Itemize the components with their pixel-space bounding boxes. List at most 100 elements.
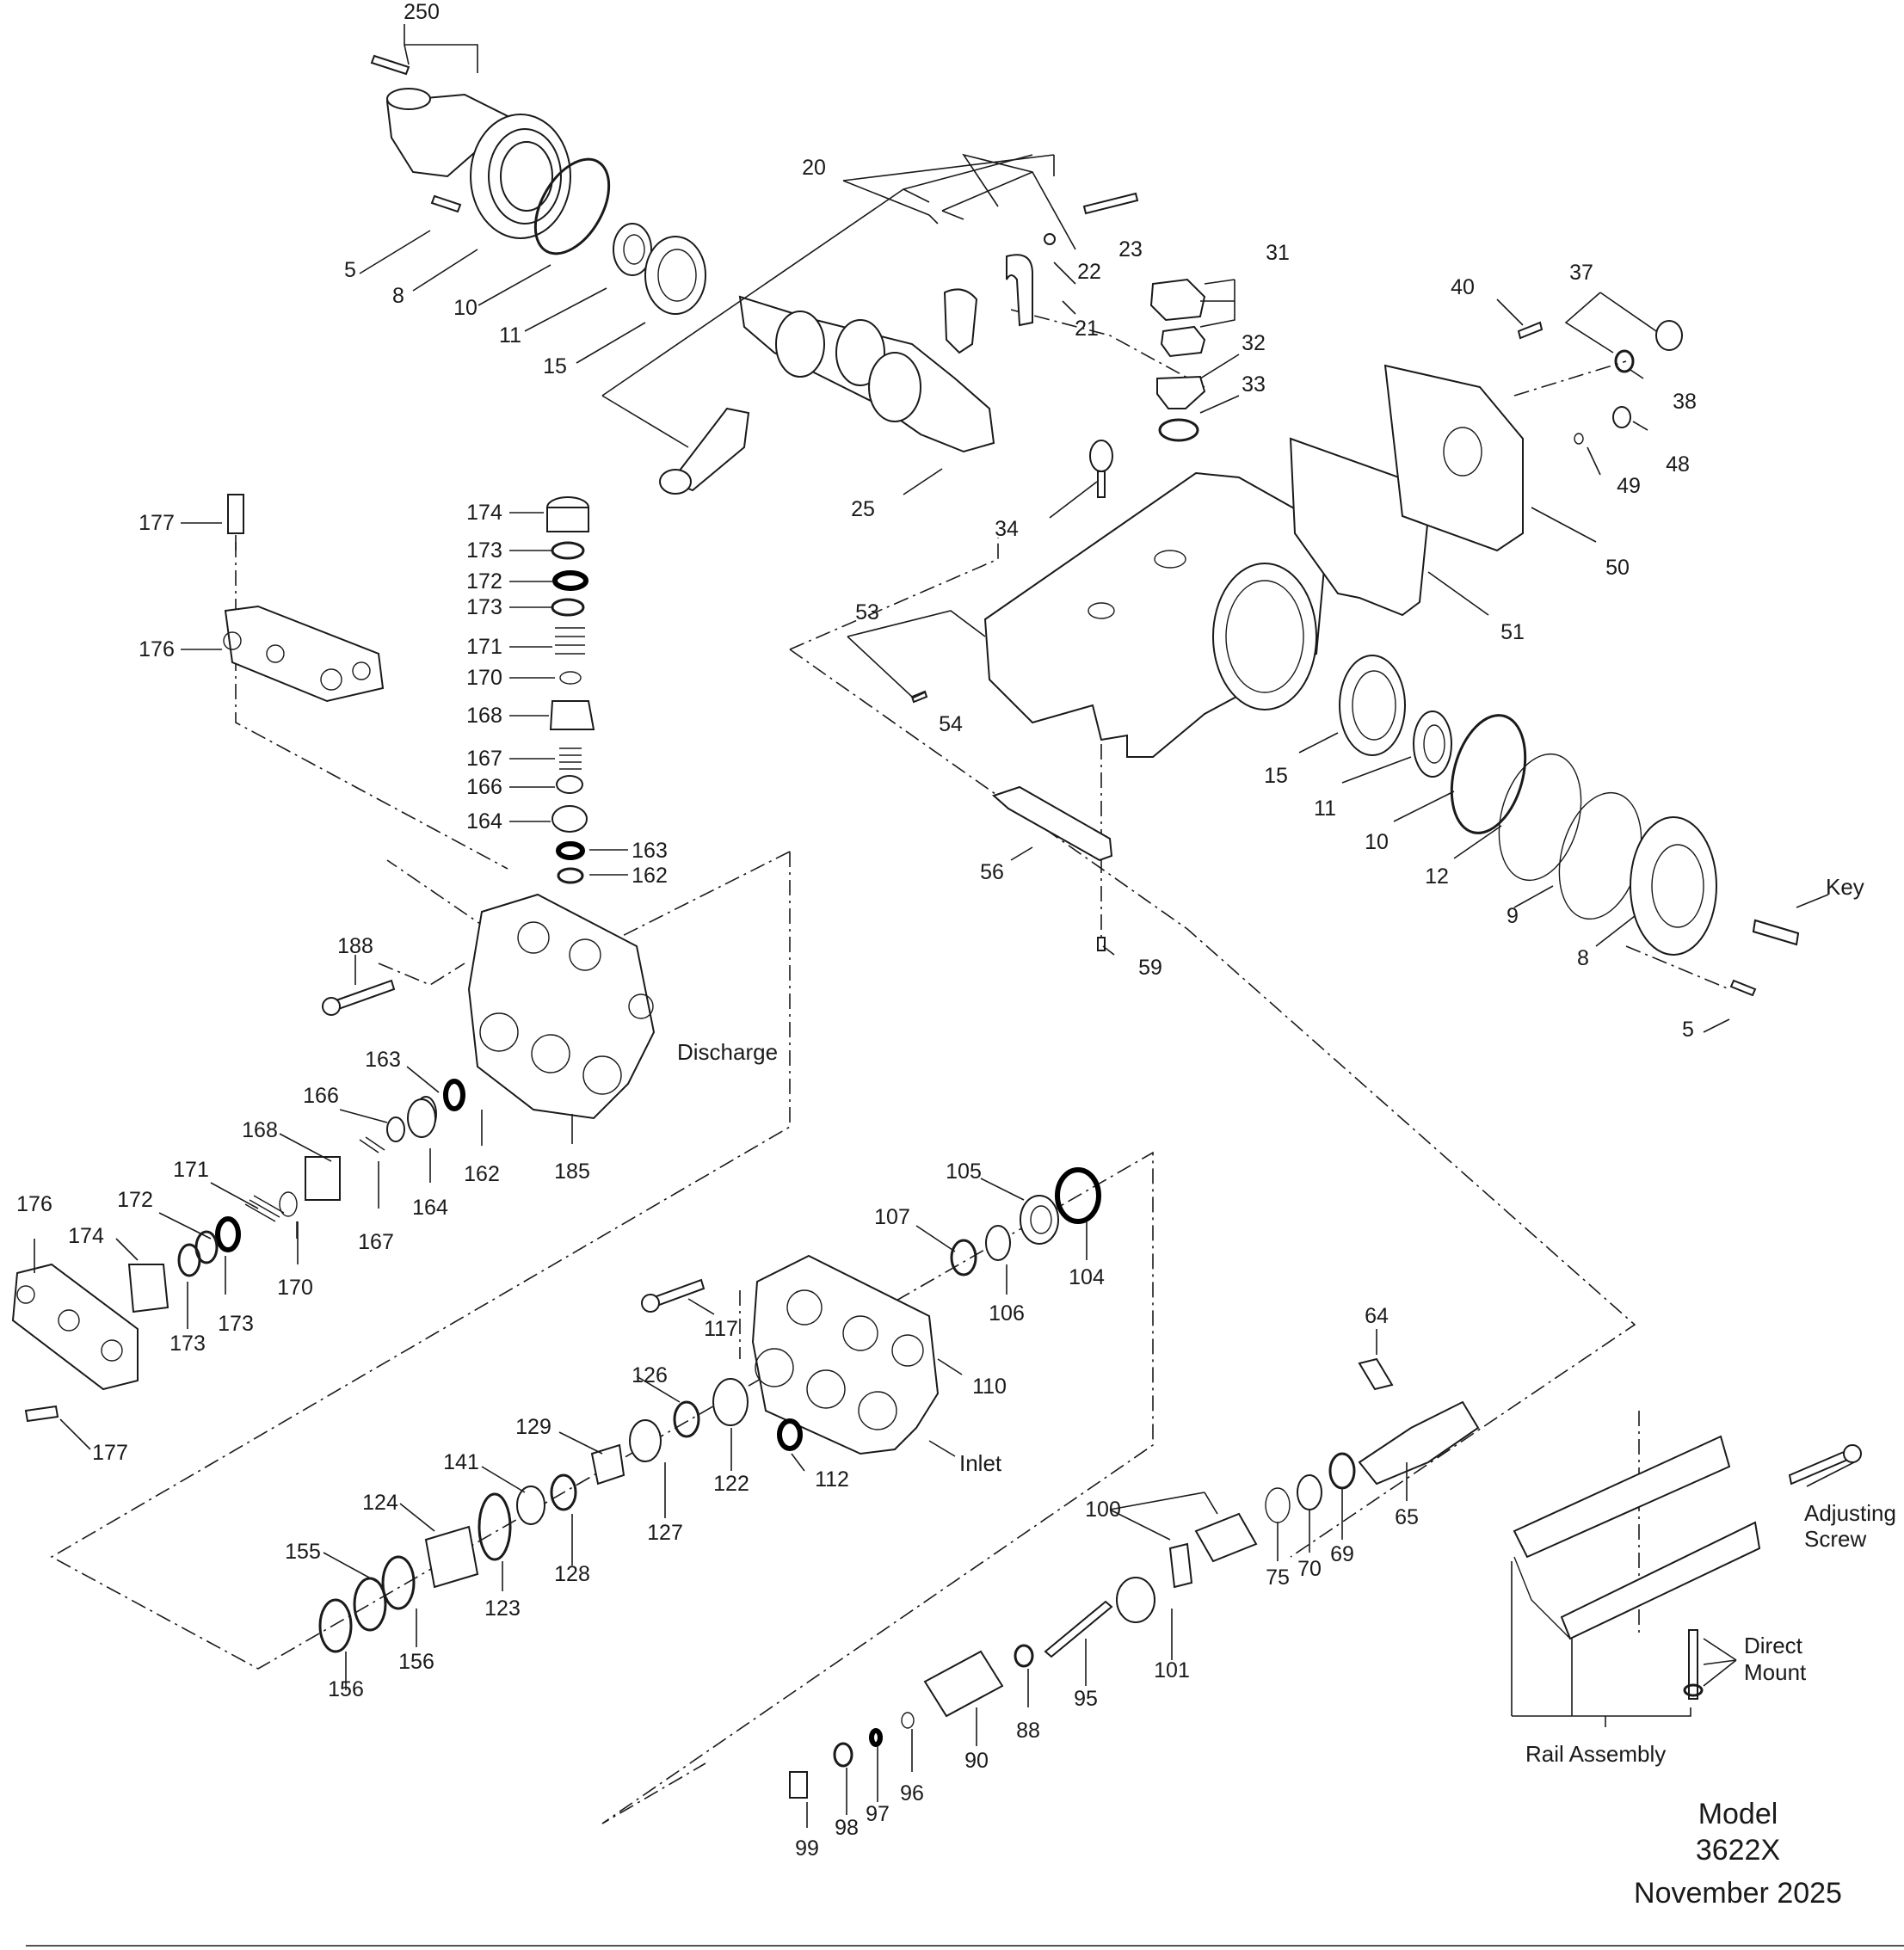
callout-185: 185 [554, 1160, 590, 1184]
callout-188: 188 [337, 934, 373, 958]
callout-177-bottom: 177 [92, 1441, 128, 1465]
callout-9: 9 [1507, 904, 1519, 928]
callout-171-left: 171 [173, 1158, 209, 1182]
callout-51: 51 [1500, 620, 1525, 644]
callout-32: 32 [1242, 331, 1266, 355]
callout-100: 100 [1085, 1498, 1121, 1522]
callout-167-left: 167 [358, 1230, 394, 1254]
callout-129: 129 [515, 1415, 551, 1439]
assembly-lines [50, 309, 1730, 1824]
inlet-caption: Inlet [959, 1450, 1002, 1476]
callout-95: 95 [1074, 1687, 1098, 1711]
callout-176-left: 176 [16, 1192, 52, 1216]
key-caption: Key [1826, 874, 1864, 900]
callout-104: 104 [1069, 1265, 1105, 1289]
callout-126: 126 [632, 1363, 668, 1387]
model-label: Model [1698, 1798, 1778, 1830]
captions: Discharge Inlet Key Adjusting Screw Dire… [677, 874, 1896, 1767]
callout-40: 40 [1451, 275, 1475, 299]
rail-assembly-caption: Rail Assembly [1525, 1741, 1666, 1767]
callout-156-a: 156 [398, 1650, 434, 1674]
callout-162: 162 [632, 864, 668, 888]
leader-lines [34, 24, 1855, 1828]
callout-171: 171 [466, 635, 502, 659]
callout-12: 12 [1425, 864, 1449, 889]
callout-107: 107 [874, 1205, 910, 1229]
callout-25: 25 [851, 497, 875, 521]
callout-101: 101 [1154, 1658, 1190, 1682]
callout-166: 166 [466, 775, 502, 799]
callout-99: 99 [795, 1836, 819, 1861]
callout-5-right: 5 [1682, 1018, 1694, 1042]
callout-173-left-b: 173 [218, 1312, 254, 1336]
callout-88: 88 [1016, 1719, 1040, 1743]
callout-11-right: 11 [1314, 797, 1336, 821]
callout-15-right: 15 [1264, 764, 1288, 788]
callout-162-left: 162 [464, 1162, 500, 1186]
callout-164-left: 164 [412, 1196, 448, 1220]
callout-56: 56 [980, 860, 1004, 884]
callout-174-left: 174 [68, 1224, 104, 1248]
callout-49: 49 [1617, 474, 1641, 498]
callout-106: 106 [989, 1301, 1025, 1326]
direct-mount-caption-1: Direct [1744, 1633, 1803, 1658]
callout-168: 168 [466, 704, 502, 728]
callout-8-right: 8 [1577, 946, 1589, 970]
direct-mount-caption-2: Mount [1744, 1659, 1807, 1685]
callout-97: 97 [866, 1802, 890, 1826]
callout-53: 53 [855, 600, 879, 624]
callout-96: 96 [900, 1781, 924, 1805]
title-block: Model 3622X November 2025 [1634, 1798, 1842, 1910]
callout-172: 172 [466, 569, 502, 594]
adjusting-screw-caption-1: Adjusting [1804, 1500, 1896, 1526]
callout-124: 124 [362, 1491, 398, 1515]
inlet-manifold [751, 1254, 940, 1455]
callout-173-left-a: 173 [169, 1332, 206, 1356]
callout-163-left: 163 [365, 1048, 401, 1072]
discharge-caption: Discharge [677, 1039, 778, 1065]
callout-164: 164 [466, 809, 502, 834]
callout-166-left: 166 [303, 1084, 339, 1108]
discharge-manifold [467, 893, 656, 1120]
callout-50: 50 [1605, 556, 1630, 580]
callout-64: 64 [1365, 1304, 1389, 1328]
callout-167: 167 [466, 747, 502, 771]
callout-173-a: 173 [466, 538, 502, 563]
callout-69: 69 [1330, 1542, 1354, 1566]
callout-20: 20 [802, 156, 826, 180]
callout-31: 31 [1266, 241, 1290, 265]
callout-48: 48 [1666, 452, 1690, 477]
callout-70: 70 [1297, 1557, 1322, 1581]
callout-117: 117 [704, 1317, 738, 1341]
callout-8: 8 [392, 284, 404, 308]
callout-5: 5 [344, 258, 356, 282]
callout-54: 54 [939, 712, 963, 736]
callout-168-left: 168 [242, 1118, 278, 1142]
callout-15: 15 [543, 354, 567, 378]
callout-21: 21 [1075, 317, 1099, 341]
callout-23: 23 [1118, 237, 1143, 261]
callout-112: 112 [815, 1467, 849, 1492]
callout-173-b: 173 [466, 595, 502, 619]
callout-177-top: 177 [139, 511, 175, 535]
callout-33: 33 [1242, 372, 1266, 397]
callout-176-top: 176 [139, 637, 175, 661]
callout-75: 75 [1266, 1566, 1290, 1590]
model-number: 3622X [1696, 1834, 1780, 1867]
callout-156-b: 156 [328, 1677, 364, 1701]
callout-155: 155 [285, 1540, 321, 1564]
callout-170-left: 170 [277, 1276, 313, 1300]
callout-250: 250 [404, 0, 440, 24]
document-date: November 2025 [1634, 1877, 1842, 1910]
callout-37: 37 [1569, 261, 1593, 285]
callout-22: 22 [1077, 260, 1101, 284]
rail-assembly [1513, 1435, 1731, 1559]
callout-163: 163 [632, 839, 668, 863]
callout-34: 34 [995, 517, 1019, 541]
callout-174: 174 [466, 501, 502, 525]
callout-59: 59 [1138, 956, 1162, 980]
bearing-cover-250 [385, 93, 509, 178]
part-shapes [11, 54, 1862, 1799]
callout-128: 128 [554, 1562, 590, 1586]
